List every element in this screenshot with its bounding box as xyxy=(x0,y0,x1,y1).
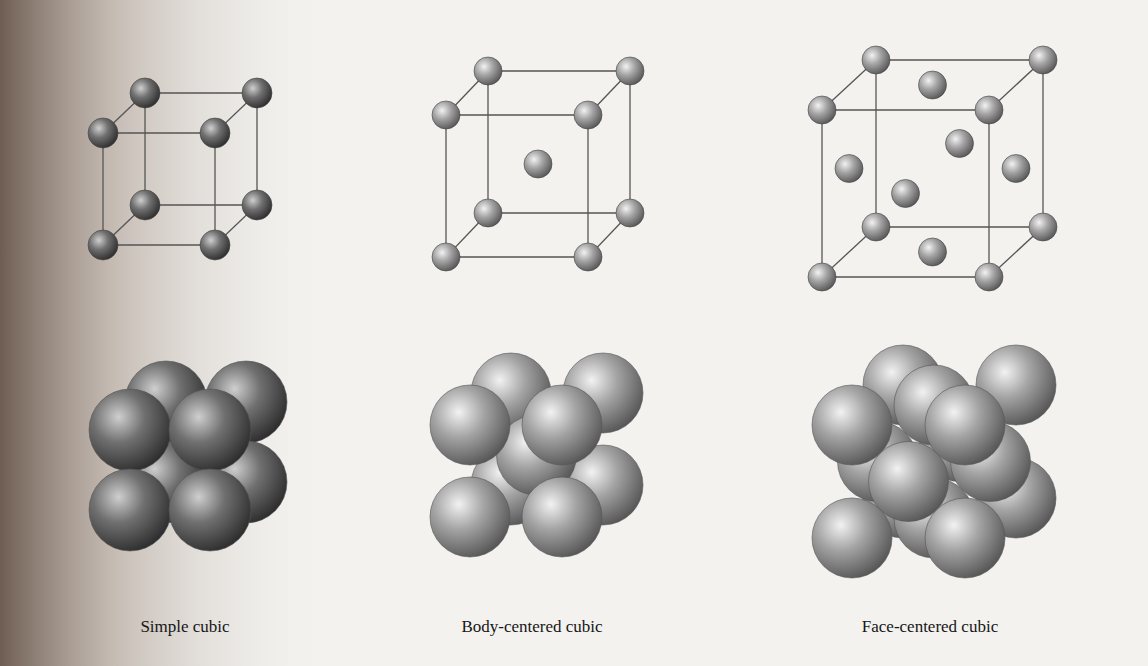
atom-sphere xyxy=(919,71,947,99)
bcc-packing xyxy=(430,353,643,557)
cell-edge xyxy=(822,276,989,277)
atom-sphere xyxy=(432,101,460,129)
atom-sphere xyxy=(616,199,644,227)
atom-sphere xyxy=(835,155,863,183)
cell-edge xyxy=(256,93,257,205)
structure-caption: Face-centered cubic xyxy=(862,617,998,637)
cell-edge xyxy=(446,256,588,257)
atom-sphere xyxy=(169,389,251,471)
simple-cubic-frame xyxy=(88,78,272,260)
cell-edge xyxy=(876,59,1043,60)
atom-sphere xyxy=(242,78,272,108)
atom-sphere xyxy=(862,46,890,74)
cell-edge xyxy=(445,115,446,257)
atom-sphere xyxy=(1029,46,1057,74)
atom-sphere xyxy=(89,389,171,471)
atom-sphere xyxy=(808,263,836,291)
simple-cubic-packing xyxy=(89,361,287,551)
cell-edge xyxy=(103,132,215,133)
cell-edge xyxy=(488,212,630,213)
cell-edge xyxy=(144,93,145,205)
atom-sphere xyxy=(89,469,171,551)
atom-sphere xyxy=(812,498,892,578)
atom-sphere xyxy=(130,190,160,220)
atom-sphere xyxy=(88,230,118,260)
cell-edge xyxy=(629,71,630,213)
atom-sphere xyxy=(1029,213,1057,241)
atom-sphere xyxy=(432,243,460,271)
cell-edge xyxy=(145,204,257,205)
atom-sphere xyxy=(522,385,602,465)
atom-sphere xyxy=(200,118,230,148)
atom-sphere xyxy=(812,385,892,465)
cell-edge xyxy=(214,133,215,245)
bcc-frame xyxy=(432,57,644,271)
cell-edge xyxy=(1042,60,1043,227)
atom-sphere xyxy=(869,442,949,522)
atom-sphere xyxy=(242,190,272,220)
atom-sphere xyxy=(474,199,502,227)
atom-sphere xyxy=(892,180,920,208)
fcc-packing xyxy=(812,345,1056,578)
cell-edge xyxy=(821,110,822,277)
cell-edge xyxy=(988,110,989,277)
atom-sphere xyxy=(474,57,502,85)
cell-edge xyxy=(145,92,257,93)
cell-edge xyxy=(103,244,215,245)
cell-edge xyxy=(587,115,588,257)
atom-sphere xyxy=(88,118,118,148)
cell-edge xyxy=(446,114,588,115)
cell-edge xyxy=(875,60,876,227)
atom-sphere xyxy=(975,263,1003,291)
atom-sphere xyxy=(574,101,602,129)
atom-sphere xyxy=(925,498,1005,578)
atom-sphere xyxy=(616,57,644,85)
structure-caption: Body-centered cubic xyxy=(461,617,602,637)
atom-sphere xyxy=(925,385,1005,465)
atom-sphere xyxy=(169,469,251,551)
cell-edge xyxy=(488,70,630,71)
cell-edge xyxy=(102,133,103,245)
atom-sphere xyxy=(975,96,1003,124)
atom-sphere xyxy=(200,230,230,260)
atom-sphere xyxy=(862,213,890,241)
atom-sphere xyxy=(130,78,160,108)
structure-caption: Simple cubic xyxy=(140,617,229,637)
cell-edge xyxy=(876,226,1043,227)
atom-sphere xyxy=(522,477,602,557)
atom-sphere xyxy=(919,238,947,266)
page-shadow xyxy=(0,0,330,666)
cell-edge xyxy=(487,71,488,213)
atom-sphere xyxy=(430,477,510,557)
fcc-frame xyxy=(808,46,1057,291)
atom-sphere xyxy=(430,385,510,465)
atom-sphere xyxy=(1002,155,1030,183)
atom-sphere xyxy=(574,243,602,271)
atom-sphere xyxy=(946,130,974,158)
cell-edge xyxy=(822,109,989,110)
atom-sphere xyxy=(808,96,836,124)
atom-sphere xyxy=(524,150,552,178)
